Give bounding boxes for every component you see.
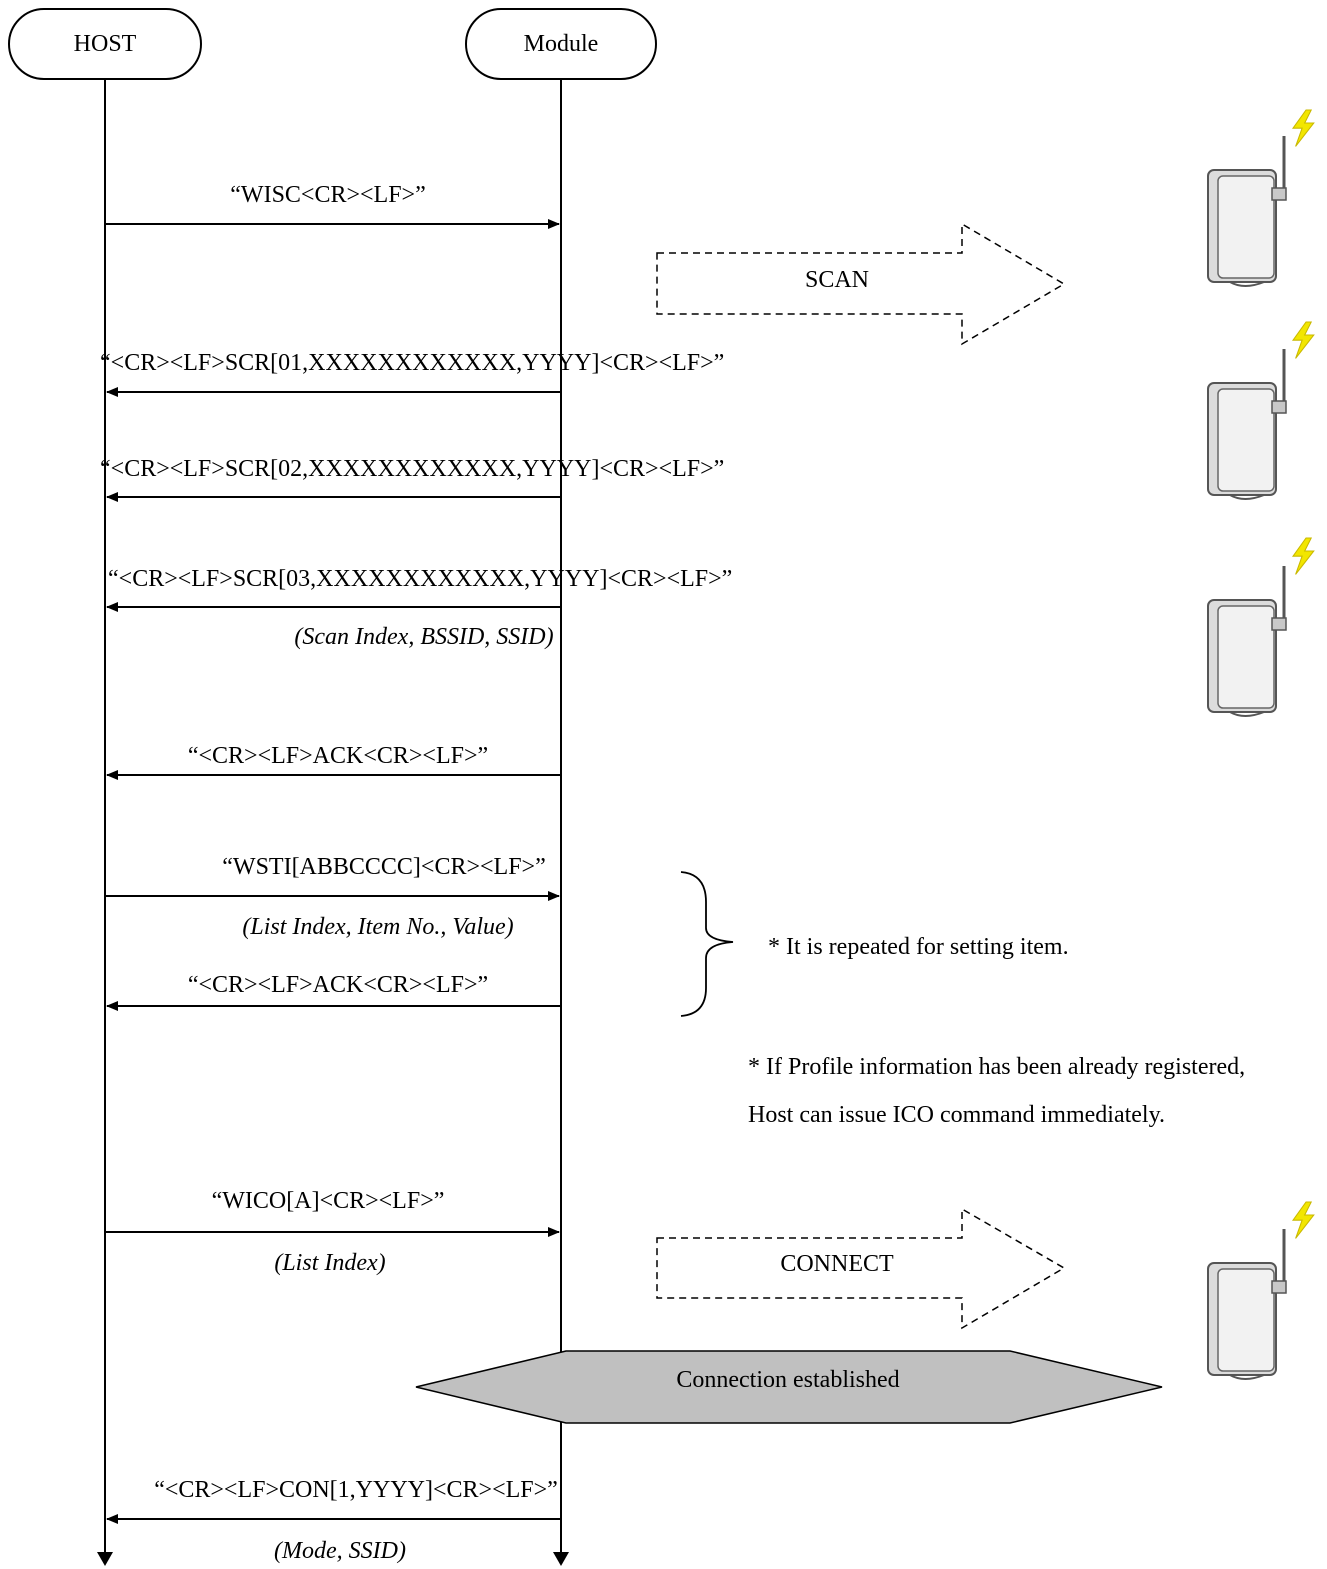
message-note-con: (Mode, SSID)	[274, 1538, 406, 1564]
access-point-icon-3	[1206, 564, 1288, 718]
connection-established-label: Connection established	[676, 1367, 900, 1393]
scan-arrow	[656, 222, 1066, 346]
message-label-scr03: “<CR><LF>SCR[03,XXXXXXXXXXXX,YYYY]<CR><L…	[108, 566, 733, 592]
lightning-bolt-icon-4	[1292, 1201, 1315, 1239]
lightning-bolt-icon-1	[1292, 109, 1315, 147]
connect-arrow	[656, 1207, 1066, 1330]
profile-note-line2: Host can issue ICO command immediately.	[748, 1102, 1166, 1128]
connect-label: CONNECT	[780, 1251, 894, 1277]
scan-label: SCAN	[804, 267, 870, 293]
module-lifeline-end-arrow	[553, 1552, 569, 1566]
profile-note-line1: * If Profile information has been alread…	[748, 1054, 1246, 1080]
message-label-ack2: “<CR><LF>ACK<CR><LF>”	[187, 972, 489, 998]
lightning-bolt-icon-2	[1292, 321, 1315, 359]
repeat-note: * It is repeated for setting item.	[768, 934, 1069, 960]
message-label-wsti: “WSTI[ABBCCCC]<CR><LF>”	[222, 854, 546, 880]
message-label-scr02: “<CR><LF>SCR[02,XXXXXXXXXXXX,YYYY]<CR><L…	[100, 456, 725, 482]
repeat-brace	[680, 871, 734, 1017]
connection-established-banner	[415, 1350, 1163, 1424]
host-lifeline-end-arrow	[97, 1552, 113, 1566]
access-point-icon-2	[1206, 347, 1288, 501]
message-note-scr03: (Scan Index, BSSID, SSID)	[294, 624, 554, 650]
access-point-icon-4	[1206, 1227, 1288, 1381]
module-actor: Module	[465, 8, 657, 80]
message-label-ack1: “<CR><LF>ACK<CR><LF>”	[187, 743, 489, 769]
message-label-wisc: “WISC<CR><LF>”	[230, 182, 426, 208]
message-label-con: “<CR><LF>CON[1,YYYY]<CR><LF>”	[154, 1477, 558, 1503]
message-note-wsti: (List Index, Item No., Value)	[242, 914, 514, 940]
message-label-scr01: “<CR><LF>SCR[01,XXXXXXXXXXXX,YYYY]<CR><L…	[100, 350, 725, 376]
message-label-wico: “WICO[A]<CR><LF>”	[211, 1188, 445, 1214]
host-actor: HOST	[8, 8, 202, 80]
lightning-bolt-icon-3	[1292, 537, 1315, 575]
access-point-icon-1	[1206, 134, 1288, 288]
message-note-wico: (List Index)	[274, 1250, 386, 1276]
